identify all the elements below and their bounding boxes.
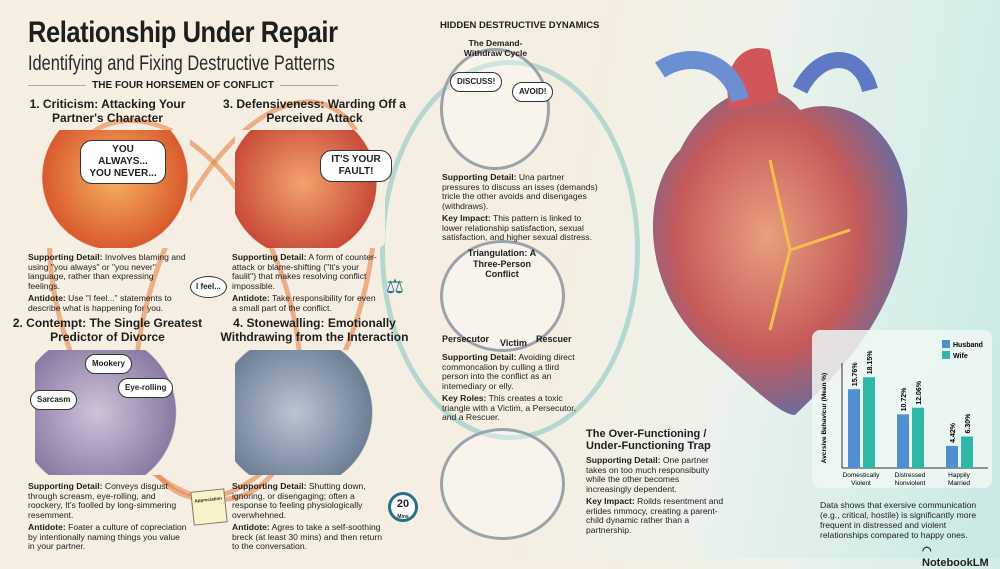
bar-value-label: 10.72% (901, 387, 908, 412)
i-feel-bubble-icon: I feel... (190, 276, 227, 298)
notebooklm-brand: ◠ NotebookLM (922, 545, 989, 569)
contempt-heading: 2. Contempt: The Single Greatest Predict… (12, 316, 203, 344)
section-label-hidden-dynamics: HIDDEN DESTRUCTIVE DYNAMICS (440, 20, 600, 31)
defensiveness-heading: 3. Defensiveness: Warding Off a Perceive… (223, 97, 406, 125)
bar-husband (946, 445, 958, 468)
role-victim: Victim (500, 338, 527, 348)
triangulation-heading: Triangulation: A Three-Person Conflict (467, 248, 537, 279)
bar-wife (863, 377, 875, 468)
triangulation-text: Supporting Detail: Avoiding direct commo… (442, 352, 577, 422)
bar-value-label: 12.06% (916, 380, 923, 405)
defensiveness-text: Supporting Detail: A form of counter-att… (232, 252, 377, 313)
bar-value-label: 18.15% (867, 350, 874, 375)
page-title: Relationship Under Repair (28, 16, 338, 49)
defensiveness-speech-bubble: IT'S YOUR FAULT! (320, 150, 392, 182)
bar-value-label: 6.30% (965, 413, 972, 434)
over-functioning-circle (440, 428, 565, 540)
x-tick-label: Nonviolent (895, 480, 926, 487)
role-persecutor: Persecutor (442, 334, 490, 344)
role-rescuer: Rescuer (536, 334, 572, 344)
stonewalling-text: Supporting Detail: Shutting down, ignori… (232, 481, 382, 551)
discuss-bubble: DISCUSS! (450, 72, 503, 92)
section-label-four-horsemen: THE FOUR HORSEMEN OF CONFLICT (28, 80, 338, 91)
x-tick-label: Married (948, 480, 970, 487)
notebooklm-logo-icon: ◠ (922, 545, 932, 557)
over-functioning-text: Supporting Detail: One partner takes on … (586, 455, 724, 535)
demand-withdraw-heading: The Demand-Withdraw Cycle (463, 38, 528, 58)
bar-husband (897, 414, 909, 468)
scales-icon: ⚖ (386, 276, 404, 298)
mockery-bubble: Mookery (85, 354, 132, 374)
appreciation-note-icon: Appreciation (190, 488, 228, 526)
x-tick-label: Violent (851, 480, 871, 487)
y-axis-label: Avcrsive Behavicur (Mean %) (821, 373, 828, 463)
stonewalling-heading: 4. Stonewalling: Emotionally Withdrawing… (220, 316, 409, 344)
bar-wife (912, 407, 924, 468)
criticism-speech-bubble: YOU ALWAYS... YOU NEVER... (80, 140, 166, 184)
criticism-heading: 1. Criticism: Attacking Your Partner's C… (29, 97, 186, 125)
over-functioning-heading: The Over-Functioning / Under-Functioning… (586, 428, 711, 452)
chart-caption: Data shows that exersive communication (… (820, 500, 977, 540)
x-tick-label: Happily (948, 472, 970, 479)
demand-withdraw-circle (440, 48, 550, 170)
avoid-bubble: AVOID! (512, 82, 554, 102)
sarcasm-bubble: Sarcasm (30, 390, 78, 410)
demand-withdraw-text: Supporting Detail: Una partner pressures… (442, 172, 598, 242)
eye-rolling-bubble: Eye-rolling (118, 378, 174, 398)
defensiveness-illustration (235, 130, 385, 248)
contempt-text: Supporting Detail: Conveys disgust throu… (28, 481, 187, 551)
bar-value-label: 15.76% (852, 362, 859, 387)
page-subtitle: Identifying and Fixing Destructive Patte… (28, 52, 335, 75)
aversive-behaviour-chart: Avcrsive Behavicur (Mean %) 15.76% 18.15% D… (821, 340, 988, 487)
bar-husband (848, 389, 860, 468)
bar-value-label: 4.42% (950, 422, 957, 443)
triangulation-circle (440, 240, 565, 352)
x-tick-label: Distressed (895, 472, 926, 479)
legend-swatch-wife (942, 351, 950, 359)
legend-label: Wife (953, 353, 968, 360)
criticism-text: Supporting Detail: Involves blaming and … (28, 252, 186, 313)
bar-wife (961, 436, 973, 468)
x-tick-label: Domestically (843, 472, 881, 479)
legend-label: Husband (953, 342, 983, 349)
stonewalling-illustration (235, 350, 385, 475)
legend-swatch-husband (942, 340, 950, 348)
